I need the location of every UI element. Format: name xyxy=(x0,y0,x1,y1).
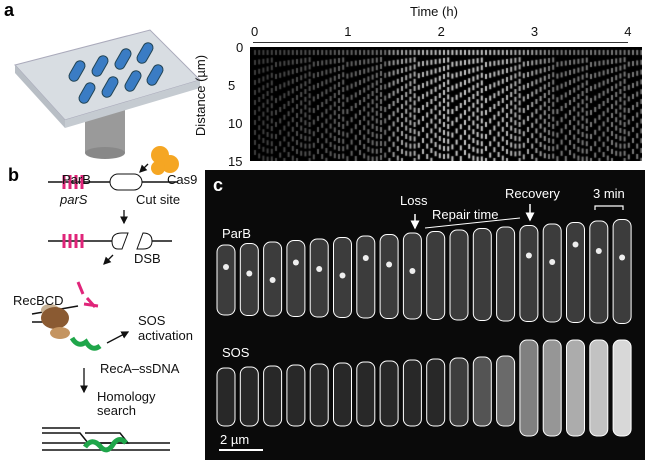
sos-cell xyxy=(216,367,236,427)
parb-focus xyxy=(525,252,532,259)
reca-ssdna-label: RecA–ssDNA xyxy=(100,361,180,376)
x-tick-label: 2 xyxy=(437,24,445,39)
parb-focus xyxy=(339,272,346,279)
sos-cell xyxy=(286,364,306,427)
parb-cell xyxy=(542,223,562,323)
parb-cell xyxy=(449,229,469,321)
sos-label: SOS xyxy=(138,313,166,328)
parb-row-label: ParB xyxy=(222,226,251,241)
x-tick-label: 0 xyxy=(251,24,259,39)
parb-focus xyxy=(619,254,626,261)
parb-focus xyxy=(572,241,579,248)
cut-site-label: Cut site xyxy=(136,192,181,207)
activation-label: activation xyxy=(138,328,193,343)
panel-label-b: b xyxy=(8,165,19,185)
parb-label: ParB xyxy=(62,172,91,187)
dsb-label: DSB xyxy=(134,251,161,266)
microfluidic-chip-illustration xyxy=(14,29,201,159)
parb-focus xyxy=(316,266,323,272)
x-tick-label: 3 xyxy=(530,24,539,39)
parb-cell xyxy=(472,228,492,321)
parb-cell xyxy=(566,222,585,323)
homology-label: Homology xyxy=(97,389,156,404)
x-axis-title: Time (h) xyxy=(410,4,458,19)
cell-overlays xyxy=(216,204,632,451)
panel-label-c: c xyxy=(213,175,224,195)
repair-time-label: Repair time xyxy=(432,207,499,222)
sos-cell xyxy=(472,356,492,427)
sos-cell xyxy=(612,339,632,437)
parb-focus xyxy=(549,259,556,265)
parb-focus xyxy=(246,270,253,277)
parb-focus xyxy=(269,277,276,283)
repair-schematic xyxy=(31,146,179,453)
y-axis-title: Distance (µm) xyxy=(193,54,209,137)
x-tick-label: 4 xyxy=(624,24,632,39)
sos-cell xyxy=(239,366,259,427)
parb-cell xyxy=(309,238,329,318)
parb-cell xyxy=(239,243,259,316)
x-axis-line xyxy=(253,42,628,43)
sos-cell xyxy=(542,339,562,437)
interval-label: 3 min xyxy=(593,186,625,201)
interval-bracket xyxy=(594,205,624,210)
sos-cell xyxy=(426,358,446,427)
parb-focus xyxy=(223,264,229,270)
parb-cell xyxy=(286,240,306,317)
parb-cell xyxy=(589,220,609,324)
parb-focus xyxy=(292,259,299,266)
parb-focus xyxy=(595,248,602,254)
x-tick-label: 1 xyxy=(344,24,352,39)
recbcd-label: RecBCD xyxy=(13,293,64,308)
parb-cell xyxy=(426,231,446,320)
sos-cell xyxy=(566,339,585,437)
sos-cell xyxy=(402,359,422,427)
pars-label: parS xyxy=(60,192,88,207)
y-tick-label: 5 xyxy=(228,78,236,93)
parb-focus xyxy=(386,261,393,268)
parb-cell xyxy=(402,232,422,320)
sos-cell xyxy=(263,365,283,427)
panel-label-a: a xyxy=(4,0,15,20)
sos-cell xyxy=(589,339,609,437)
sos-row-label: SOS xyxy=(222,345,250,360)
sos-cell xyxy=(496,355,516,427)
sos-cell xyxy=(449,357,469,427)
cas9-label: Cas9 xyxy=(167,172,198,187)
loss-label: Loss xyxy=(400,193,428,208)
parb-focus xyxy=(409,268,416,274)
y-tick-label: 0 xyxy=(236,40,244,55)
parb-cell xyxy=(612,219,632,324)
parb-cell xyxy=(356,235,376,319)
parb-cell xyxy=(379,234,399,319)
sos-cell xyxy=(333,362,352,427)
search-label: search xyxy=(97,403,137,418)
sos-cell xyxy=(356,361,376,427)
parb-cell xyxy=(519,225,539,322)
parb-focus xyxy=(362,255,369,261)
y-tick-label: 10 xyxy=(228,116,243,131)
scale-bar-label: 2 µm xyxy=(220,432,250,447)
parb-cell xyxy=(216,244,236,316)
kymograph-image xyxy=(250,47,642,161)
y-tick-label: 15 xyxy=(228,154,243,169)
sos-cell xyxy=(519,339,539,437)
sos-cell xyxy=(379,360,399,427)
sos-cell xyxy=(309,363,329,427)
recovery-label: Recovery xyxy=(505,186,560,201)
parb-cell xyxy=(496,226,516,322)
